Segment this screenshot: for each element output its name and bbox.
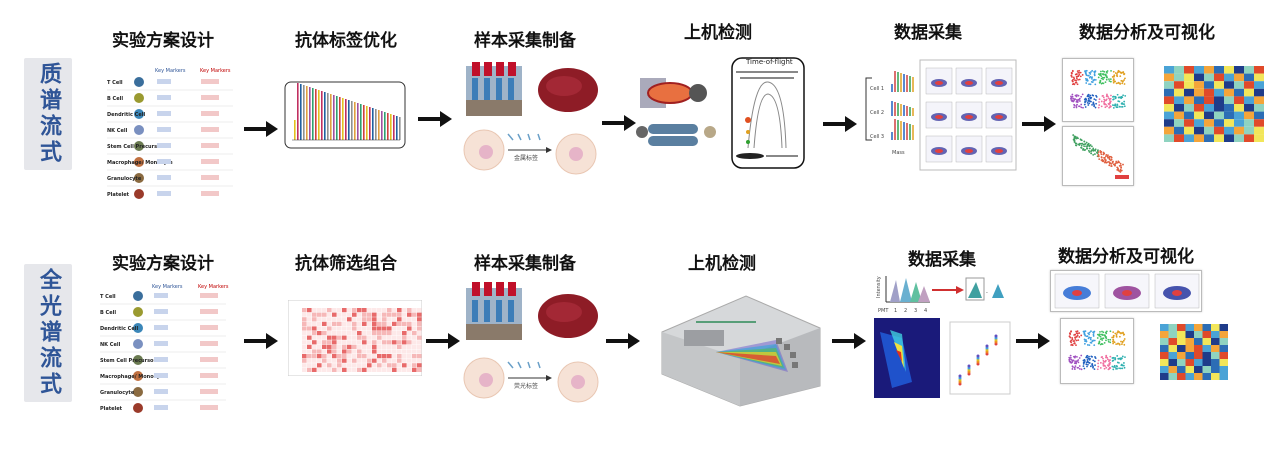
cell-type-label: Dendritic Cell [107,112,145,118]
spectral-density-thumbnail [1050,270,1202,312]
cell-type-label: Platelet [100,406,123,412]
trajectory-plot-thumbnail [1062,126,1134,186]
flow-arrow [1022,116,1056,132]
step-title-experiment-design: 实验方案设计 [112,31,214,51]
mass-axis-label: Mass [892,150,905,156]
row-label-spectral-flow: 全光谱流式 [24,264,72,402]
pmt-label: PMT [878,308,889,314]
cell-icon [134,77,144,87]
cell-icon [133,387,143,397]
spectral-cytometer-illustration [656,282,824,408]
svg-text:4: 4 [924,308,927,314]
spectral-data-panel: Intensity PMT 1 2 3 4 - [872,272,1012,400]
experiment-design-table: Key Markers Key Markers T Cell B CellDend… [105,62,235,202]
cell-icon [133,403,143,413]
step-title-antibody-panel: 抗体筛选组合 [295,254,397,274]
cell-icon [134,173,144,183]
step-title-experiment-design-2: 实验方案设计 [112,254,214,274]
cell-icon [134,109,144,119]
cell-type-label: Macrophage/ Monocyte [100,374,166,380]
cell-icon [133,307,143,317]
step-title-antibody-tag-optimization: 抗体标签优化 [295,31,397,51]
cell-type-label: T Cell [100,294,116,300]
time-of-flight-label: Time-of-flight [745,58,793,66]
svg-text:-: - [986,290,988,296]
row-label-mass-cytometry: 质谱流式 [24,58,72,170]
cell-icon [134,125,144,135]
svg-text:1: 1 [894,308,897,314]
cell-type-label: Granulocyte [100,390,135,396]
flow-arrow [1016,333,1050,349]
label-tag-text-2: 荧光标签 [514,382,538,390]
step-title-analysis-visualization-2: 数据分析及可视化 [1058,247,1194,267]
cell-icon [134,157,144,167]
svg-text:Key Markers: Key Markers [155,68,186,74]
step-title-sample-preparation-2: 样本采集制备 [474,254,576,274]
svg-text:3: 3 [914,308,917,314]
heatmap-panel [1140,62,1270,166]
cell-icon [133,355,143,365]
cell-type-label: Granulocyte [107,176,142,182]
cell-icon [133,371,143,381]
cell-type-label: Stem Cell Precursor [100,358,156,364]
sample-prep-illustration-2: 荧光标签 [458,278,608,408]
cell-type-label: B Cell [100,310,116,316]
mass-cytometer-schematic: Time-of-flight [636,50,806,172]
cell-icon [133,323,143,333]
flow-arrow [418,111,452,127]
svg-text:Key Markers: Key Markers [198,284,229,290]
tsne-plot-thumbnail [1062,58,1134,122]
cell-row-2: Cell 2 [870,110,884,116]
step-title-data-collection-2: 数据采集 [908,250,976,270]
step-title-data-collection: 数据采集 [894,23,962,43]
cell-type-label: NK Cell [107,128,128,134]
cell-type-label: Dendritic Cell [100,326,138,332]
cell-icon [134,189,144,199]
sample-prep-illustration: 金属标签 [458,58,608,178]
step-title-sample-preparation: 样本采集制备 [474,31,576,51]
label-tag-text: 金属标签 [514,154,538,162]
cell-type-label: Stem Cell Precursor [107,144,163,150]
heatmap-panel-2 [1140,320,1230,390]
cell-row-1: Cell 1 [870,86,884,92]
svg-text:Key Markers: Key Markers [200,68,231,74]
cell-row-3: Cell 3 [870,134,884,140]
antibody-panel-matrix [288,300,422,376]
step-title-acquisition-2: 上机检测 [688,254,756,274]
tsne-plot-thumbnail-2 [1060,318,1134,384]
intensity-axis-label: Intensity [876,276,882,298]
flow-arrow [832,333,866,349]
mass-spectra-panel: Cell 1 Cell 2 Cell 3 Mass [858,56,1018,176]
flow-arrow [606,333,640,349]
step-title-analysis-visualization: 数据分析及可视化 [1079,23,1215,43]
flow-arrow [823,116,857,132]
cell-icon [134,93,144,103]
cell-type-label: NK Cell [100,342,121,348]
flow-arrow [244,333,278,349]
flow-arrow [602,115,636,131]
cell-icon [134,141,144,151]
svg-text:Key Markers: Key Markers [152,284,183,290]
cell-type-label: Macrophage/ Monocyte [107,160,173,166]
cell-type-label: B Cell [107,96,123,102]
experiment-design-table-2: Key Markers Key Markers T Cell B CellDend… [98,280,238,416]
flow-arrow [244,121,278,137]
flow-arrow [426,333,460,349]
svg-text:2: 2 [904,308,907,314]
cell-icon [133,291,143,301]
cell-type-label: Platelet [107,192,130,198]
step-title-acquisition: 上机检测 [684,23,752,43]
antibody-tag-bar-chart [284,78,408,152]
cell-type-label: T Cell [107,80,123,86]
cell-icon [133,339,143,349]
